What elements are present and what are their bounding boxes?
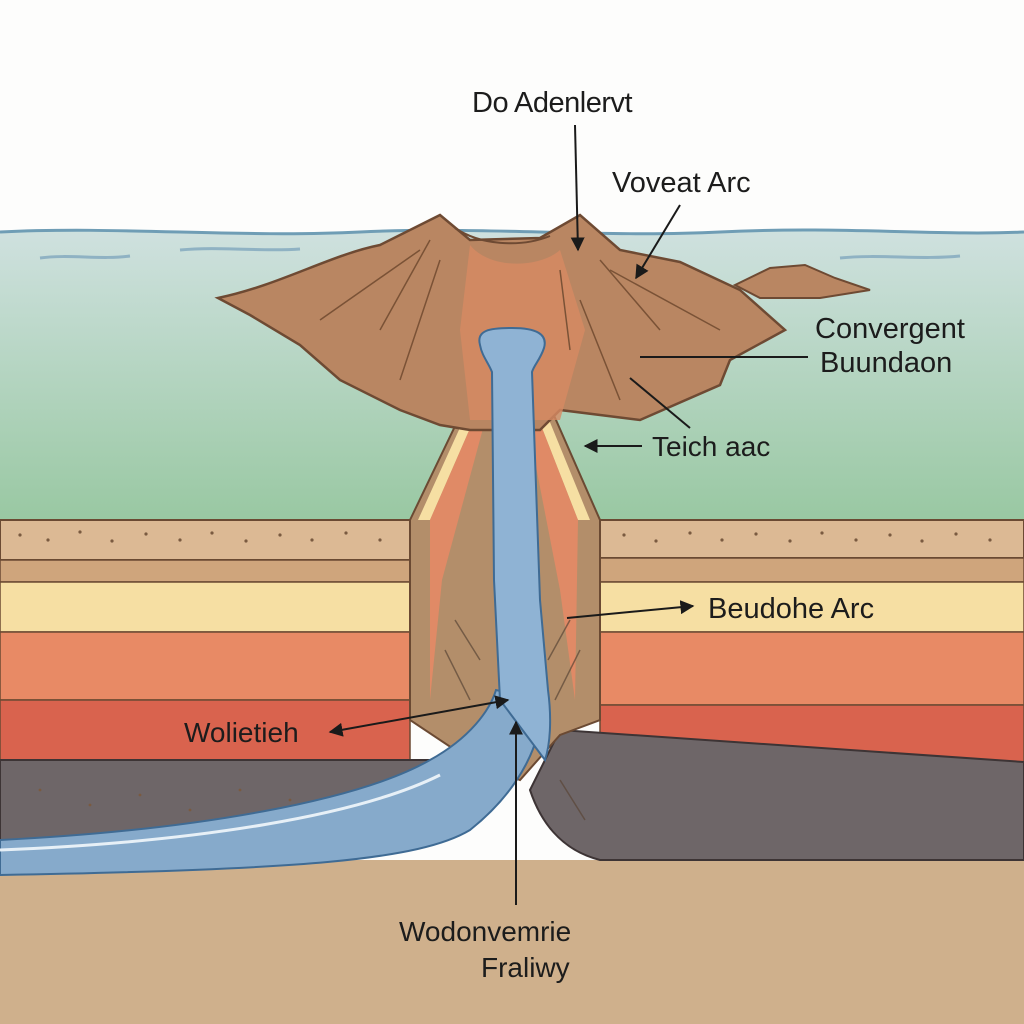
volcano-island — [732, 263, 871, 299]
slab-highlight — [0, 773, 441, 852]
arrow-convergent-tick — [629, 377, 691, 429]
arrow-back-arc — [566, 600, 695, 619]
wave-mark — [839, 254, 961, 260]
label-volcanic-arc: Voveat Arc — [612, 167, 751, 199]
sky — [0, 0, 1024, 240]
magma-conduit — [478, 326, 552, 763]
wave-mark — [39, 254, 131, 260]
wedge-band — [535, 410, 590, 520]
label-slab: Wolietieh — [184, 717, 299, 748]
label-bottom-line1: Wodonvemrie — [399, 916, 571, 947]
wedge-band — [418, 410, 478, 520]
label-back-arc: Beudohe Arc — [708, 593, 874, 625]
label-top: Do Adenlervt — [472, 87, 632, 119]
volcano-ridges — [319, 239, 721, 401]
mantle-cracks — [444, 619, 586, 821]
sea-surface-line — [0, 228, 1024, 236]
crater — [454, 227, 551, 245]
wedge-band — [525, 410, 578, 700]
label-bottom-line2: Fraliwy — [481, 952, 570, 983]
wedge-band — [430, 410, 488, 700]
deep-earth — [0, 860, 1024, 1024]
arrow-top — [570, 124, 585, 252]
label-trench: Teich aac — [652, 431, 770, 462]
sediment-dots — [18, 530, 992, 812]
label-convergent-line2: Buundaon — [820, 347, 952, 379]
arrow-slab — [328, 695, 510, 737]
arrow-volcanic-arc — [635, 204, 681, 280]
right-crust — [528, 519, 1024, 861]
wave-mark — [179, 247, 301, 252]
label-convergent-line1: Convergent — [815, 313, 965, 345]
